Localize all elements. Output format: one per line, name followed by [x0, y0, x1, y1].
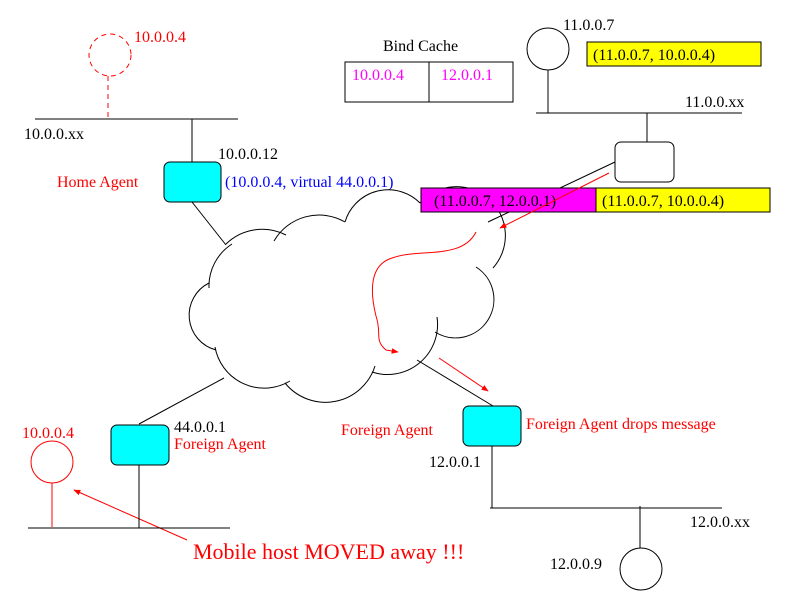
- bind-cache-title: Bind Cache: [383, 38, 458, 55]
- flow-arrow-into-cloud: [499, 172, 610, 229]
- foreign-agent-44-label: Foreign Agent: [174, 436, 267, 453]
- home-subnet-label: 10.0.0.xx: [24, 126, 84, 143]
- host-12-label: 12.0.0.9: [550, 556, 602, 573]
- cloud-arc: [208, 243, 233, 289]
- foreign-agent-12-address: 12.0.0.1: [429, 454, 481, 471]
- original-packet-label: (11.0.0.7, 10.0.0.4): [593, 47, 715, 64]
- correspondent-host-label: 11.0.0.7: [563, 17, 614, 34]
- cloud-arc: [214, 346, 291, 389]
- home-network: 10.0.0.xx 10.0.0.4 10.0.0.12 Home Agent …: [24, 29, 393, 203]
- correspondent-host-icon: [526, 27, 570, 71]
- internet-cloud: [188, 186, 506, 403]
- correspondent-network: 11.0.0.7 (11.0.0.7, 10.0.0.4) 11.0.0.xx: [526, 17, 762, 183]
- foreign-agent-44-router-icon: [110, 424, 170, 466]
- cloud-arc: [273, 214, 346, 242]
- home-agent-to-cloud-link: [191, 201, 227, 246]
- foreign-network-12: Foreign Agent Foreign Agent drops messag…: [341, 405, 750, 591]
- foreign-agent-12-label: Foreign Agent: [341, 422, 434, 439]
- home-agent-router-icon: [163, 161, 222, 203]
- foreign-network-44: 44.0.0.1 Foreign Agent 10.0.0.4 Mobile h…: [22, 419, 464, 564]
- cloud-arc: [284, 365, 376, 403]
- tunneled-packet-outer-box: [420, 187, 597, 213]
- home-agent-binding: (10.0.0.4, virtual 44.0.0.1): [225, 174, 393, 191]
- bind-cache: Bind Cache 10.0.0.4 12.0.0.1: [344, 38, 514, 103]
- foreign-subnet-12-label: 12.0.0.xx: [690, 514, 750, 531]
- host-12-icon: [619, 547, 663, 591]
- tunneled-packet: (11.0.0.7, 12.0.0.1) (11.0.0.7, 10.0.0.4…: [420, 187, 771, 213]
- correspondent-subnet-label: 11.0.0.xx: [685, 94, 744, 111]
- tunneled-packet-outer: (11.0.0.7, 12.0.0.1): [434, 193, 556, 210]
- cloud-to-fa12-link: [416, 359, 494, 407]
- cloud-arc: [434, 266, 495, 339]
- cloud-arc: [371, 316, 439, 375]
- mobile-host-icon: [30, 440, 74, 484]
- foreign-agent-drop-note: Foreign Agent drops message: [526, 416, 716, 433]
- cloud-arc: [188, 282, 217, 351]
- tunneled-packet-inner-box: [595, 187, 771, 213]
- flow-arrow-to-foreign-agent: [438, 357, 489, 392]
- ghost-host-label: 10.0.0.4: [134, 29, 186, 46]
- bind-cache-home-address: 10.0.0.4: [352, 67, 404, 84]
- correspondent-router-icon: [614, 141, 675, 183]
- cloud-arc: [344, 189, 421, 223]
- foreign-agent-44-address: 44.0.0.1: [174, 419, 226, 436]
- moved-pointer-arrow: [73, 489, 188, 541]
- original-packet-box: [586, 41, 762, 67]
- ghost-host-icon: [88, 33, 132, 77]
- flow-path-through-cloud: [371, 231, 477, 354]
- mobile-host-label: 10.0.0.4: [22, 425, 74, 442]
- tunneled-packet-inner: (11.0.0.7, 10.0.0.4): [602, 193, 724, 210]
- fa44-to-cloud-link: [138, 377, 225, 425]
- moved-note: Mobile host MOVED away !!!: [193, 539, 464, 564]
- home-agent-label: Home Agent: [57, 174, 139, 191]
- bind-cache-care-of-address: 12.0.0.1: [441, 67, 493, 84]
- foreign-agent-12-router-icon: [462, 405, 522, 447]
- home-agent-address: 10.0.0.12: [218, 146, 278, 163]
